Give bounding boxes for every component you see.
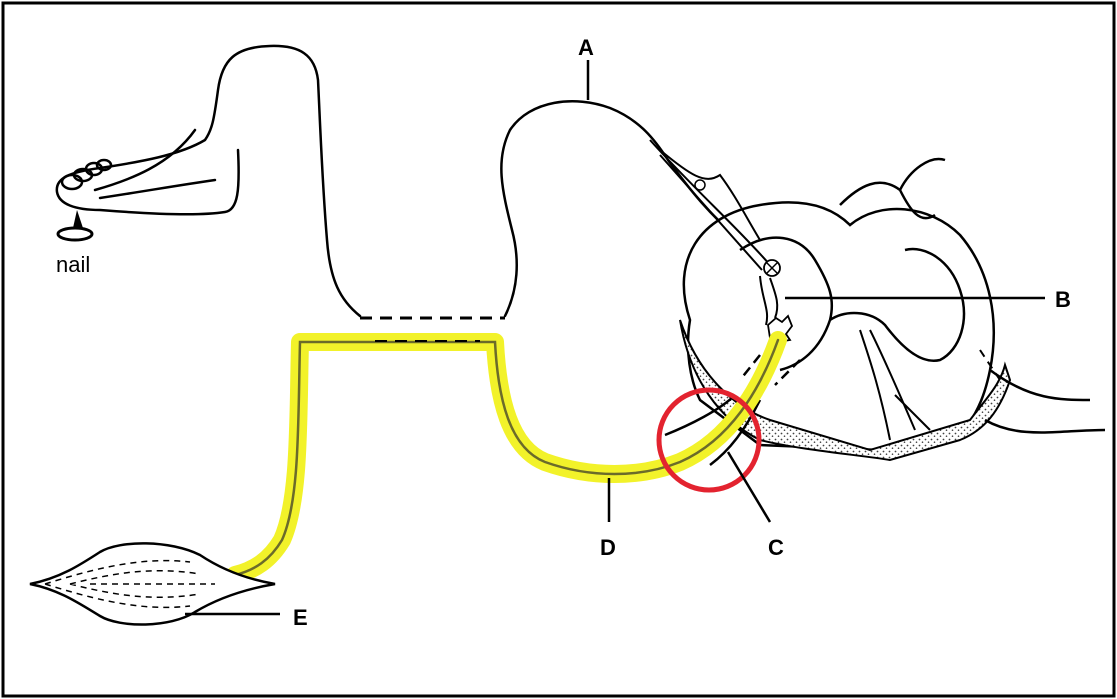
label-a: A bbox=[578, 35, 594, 60]
label-c: C bbox=[768, 535, 784, 560]
muscle bbox=[30, 543, 275, 624]
label-b: B bbox=[1055, 287, 1071, 312]
spinal-cord bbox=[650, 140, 1105, 465]
label-d: D bbox=[600, 535, 616, 560]
foot-and-leg bbox=[57, 46, 740, 316]
label-e: E bbox=[293, 605, 308, 630]
nail-label: nail bbox=[56, 252, 90, 277]
nail-icon bbox=[58, 210, 92, 240]
